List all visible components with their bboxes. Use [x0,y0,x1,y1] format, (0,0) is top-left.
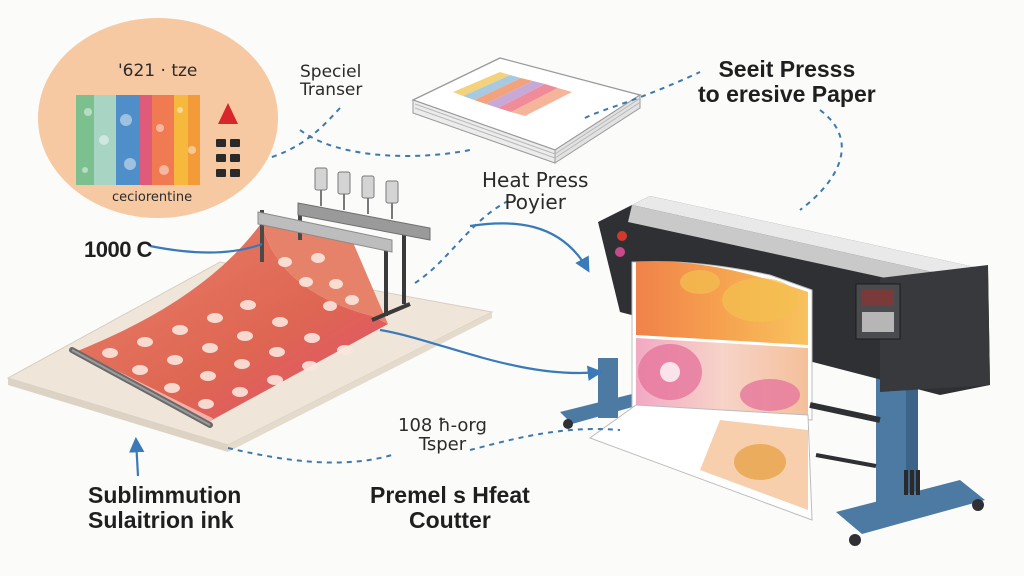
heat-press-line-1: Heat Press [482,168,589,192]
heat-press-line-2: Poyier [504,189,566,214]
heat-cutter-label: Premel s Hfeat Coutter [370,483,530,533]
sublimation-ink-label: Sublimmution Sulaitrion ink [88,483,241,533]
large-format-printer [560,196,990,546]
seal-press-line-1: Seeit Presss [718,56,856,82]
temperature-label: 1000 C [84,237,152,262]
tsper-line-1: 108 ħ-org [398,415,487,436]
special-transfer-line-2: Transer [300,80,363,101]
sublimation-ink-line-2: Sulaitrion ink [88,506,234,533]
sublimation-ink-line-1: Sublimmution [88,482,242,508]
seal-press-label: Seeit Presss to eresive Paper [698,57,876,107]
badge-title: '621 · tze [118,61,198,81]
badge-caption: ceciorentine [112,190,193,205]
heat-cutter-line-1: Premel s Hfeat [370,482,530,508]
seal-press-line-2: to eresive Paper [698,80,876,107]
special-transfer-line-1: Speciel [300,62,362,82]
heat-press-label: Heat Press Poyier [482,168,589,214]
connectors [128,71,843,477]
tsper-line-2: Tsper [418,434,467,456]
badge-circle [38,18,278,218]
paper-stack [411,57,642,164]
heat-cutter-line-2: Coutter [409,506,491,533]
tsper-label: 108 ħ-org Tsper [398,416,487,455]
special-transfer-label: Speciel Transer [300,63,362,100]
fabric-press [6,167,494,452]
